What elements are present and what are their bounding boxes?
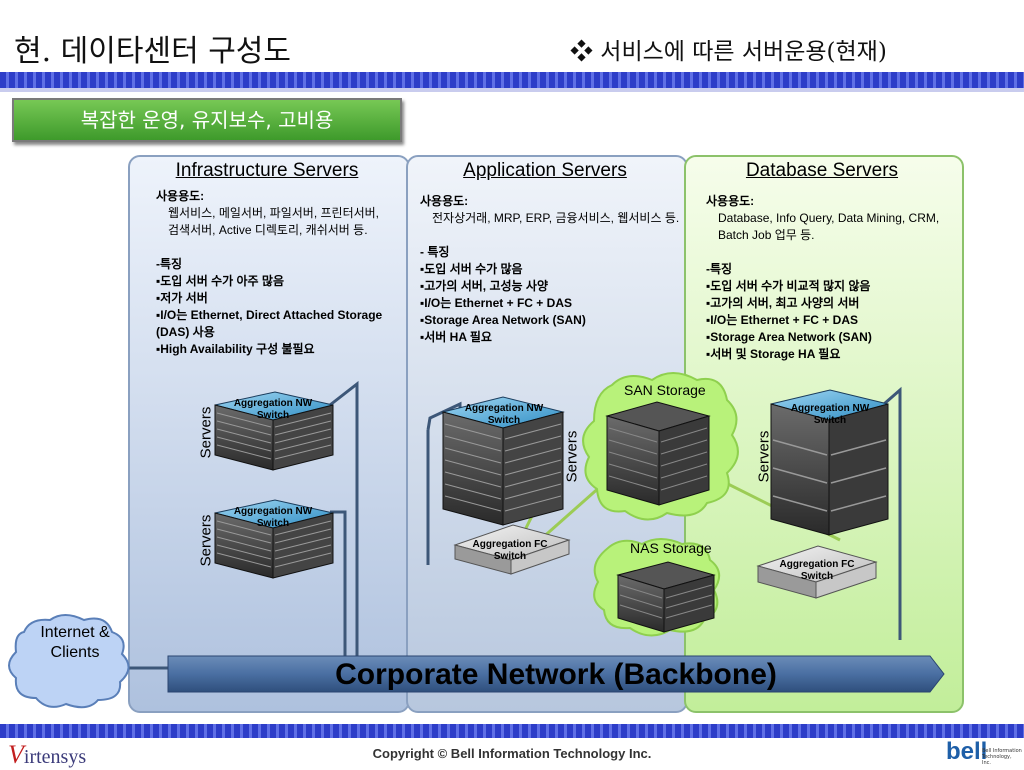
page-title: 현. 데이타센터 구성도 [14,34,292,69]
nas-storage-label: NAS Storage [630,540,712,556]
usage-label: 사용용도: [420,194,469,208]
servers-label: Servers [197,406,215,459]
fc-switch-label: Aggregation FC Switch [779,559,855,582]
copyright-text: Copyright © Bell Information Technology … [372,746,652,761]
servers-label: Servers [563,430,581,483]
nw-switch-label: Aggregation NW Switch [233,398,313,421]
nw-switch-label: Aggregation NW Switch [233,506,313,529]
usage-text: 전자상거래, MRP, ERP, 금융서비스, 웹서비스 등. [432,211,680,225]
server-stack-database [770,389,889,536]
feature-item: ▪서버 HA 필요 [420,330,492,344]
header-divider-shadow [0,88,1024,92]
feature-item: ▪도입 서버 수가 많음 [420,262,523,276]
panel-title-infrastructure: Infrastructure Servers [175,160,359,181]
nw-switch-label: Aggregation NW Switch [790,403,870,426]
database-description: 사용용도: Database, Info Query, Data Mining,… [706,193,956,363]
servers-label: Servers [755,430,773,483]
fc-switch-label: Aggregation FC Switch [472,539,548,562]
feature-item: ▪I/O는 Ethernet, Direct Attached Storage … [156,308,383,339]
bell-logo-subtext: Bell Information Technology, Inc. [982,748,1022,766]
server-stack-infra-2 [214,499,334,579]
feature-item: ▪도입 서버 수가 아주 많음 [156,274,284,288]
header-divider [0,72,1024,88]
backbone-label: Corporate Network (Backbone) [335,658,777,691]
bell-logo: bell [946,738,988,765]
server-stack-application [441,396,565,526]
feature-item: ▪Storage Area Network (SAN) [706,330,872,344]
server-stack-infra-1 [214,391,334,471]
network-links [100,380,902,670]
feature-item: ▪I/O는 Ethernet + FC + DAS [420,296,572,310]
usage-label: 사용용도: [156,189,205,203]
feature-label: -특징 [156,257,183,271]
feature-label: -특징 [706,262,733,276]
usage-text: Database, Info Query, Data Mining, CRM, … [718,211,940,242]
nas-storage-cloud [593,538,721,637]
feature-item: ▪서버 및 Storage HA 필요 [706,347,841,361]
feature-label: - 특징 [420,245,450,259]
feature-item: ▪고가의 서버, 고성능 사양 [420,279,548,293]
panel-title-database: Database Servers [745,160,899,181]
san-storage-cloud [582,372,739,521]
feature-item: ▪고가의 서버, 최고 사양의 서버 [706,296,860,310]
san-storage-label: SAN Storage [624,382,706,398]
feature-item: ▪High Availability 구성 불필요 [156,342,315,356]
fc-switch-database [756,545,878,599]
footer-divider [0,724,1024,738]
page-subtitle: ❖ 서비스에 따른 서버운용(현재) [570,39,887,65]
feature-item: ▪Storage Area Network (SAN) [420,313,586,327]
usage-label: 사용용도: [706,194,755,208]
usage-text: 웹서비스, 메일서버, 파일서버, 프린터서버, 검색서버, Active 디렉… [168,206,380,237]
internet-cloud [8,614,130,709]
virtensys-logo: Virtensys [8,740,87,769]
servers-label: Servers [197,514,215,567]
infrastructure-description: 사용용도: 웹서비스, 메일서버, 파일서버, 프린터서버, 검색서버, Act… [156,188,392,358]
feature-item: ▪I/O는 Ethernet + FC + DAS [706,313,858,327]
summary-banner: 복잡한 운영, 유지보수, 고비용 [12,98,402,142]
internet-clients-label: Internet & Clients [40,624,110,661]
nw-switch-label: Aggregation NW Switch [464,403,544,426]
panel-title-application: Application Servers [463,160,627,181]
fc-switch-application [453,524,571,575]
application-description: 사용용도: 전자상거래, MRP, ERP, 금융서비스, 웹서비스 등. - … [420,193,682,346]
feature-item: ▪저가 서버 [156,291,208,305]
feature-item: ▪도입 서버 수가 비교적 많지 않음 [706,279,871,293]
backbone-arrow [167,655,945,693]
